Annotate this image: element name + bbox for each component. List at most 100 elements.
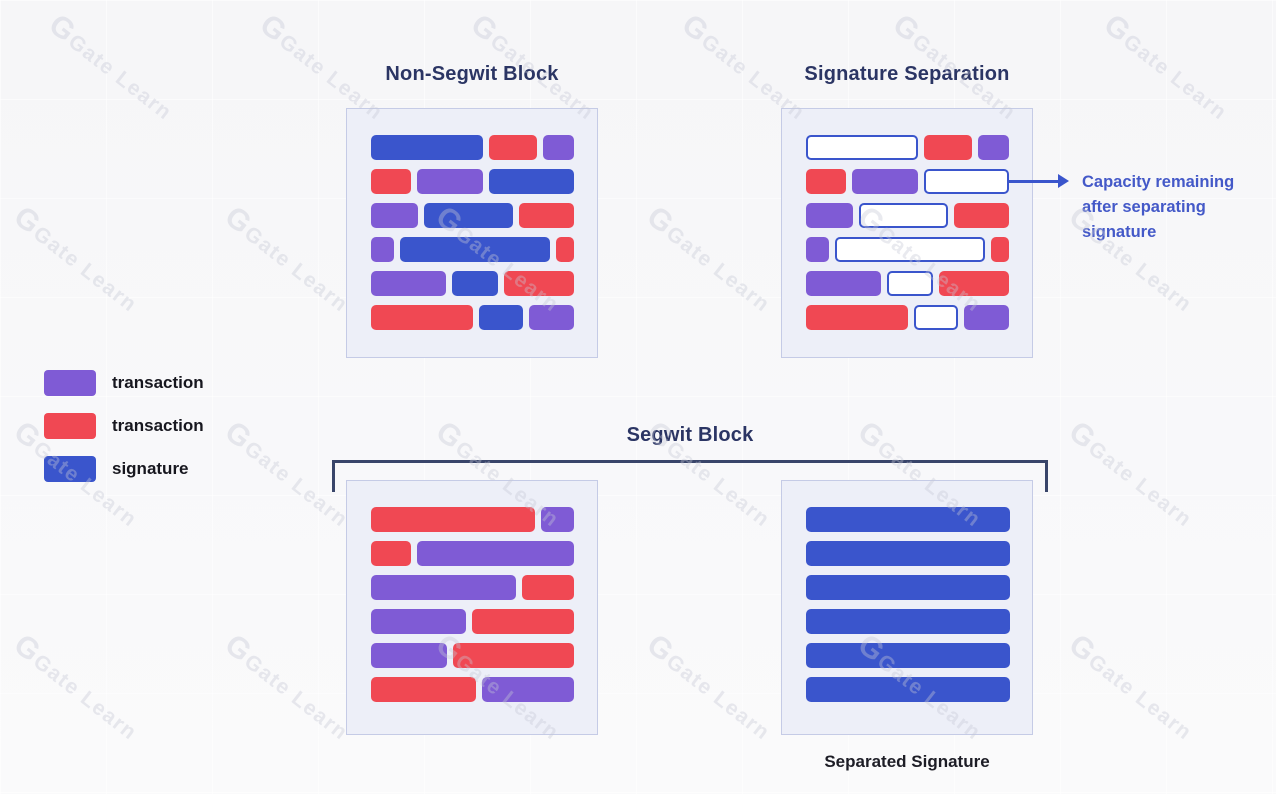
watermark-label: Gate Learn <box>63 29 177 125</box>
block-row <box>806 541 1010 566</box>
capacity-arrow-head-icon <box>1058 174 1069 188</box>
separated-signature-box <box>781 480 1033 735</box>
block-row <box>806 643 1010 668</box>
transaction-bar-purple <box>852 169 918 194</box>
block-row <box>806 575 1010 600</box>
signature-bar <box>806 541 1010 566</box>
transaction-bar-purple <box>978 135 1009 160</box>
watermark-text: GGate Learn <box>42 8 181 127</box>
segwit-transactions-box <box>346 480 598 735</box>
signature-separation-title: Signature Separation <box>804 63 1010 85</box>
legend-swatch-blue <box>44 456 96 482</box>
watermark-g-logo-icon: G <box>1097 8 1137 49</box>
transaction-bar-red <box>504 271 574 296</box>
transaction-bar-red <box>939 271 1009 296</box>
block-row <box>806 135 1009 160</box>
watermark-g-logo-icon: G <box>218 200 258 241</box>
capacity-remaining-bar <box>914 305 958 330</box>
legend-label: signature <box>112 459 189 478</box>
transaction-bar-purple <box>371 237 394 262</box>
block-row <box>371 135 574 160</box>
watermark-g-logo-icon: G <box>218 415 258 456</box>
transaction-bar-purple <box>806 203 853 228</box>
capacity-annotation: Capacity remaining after separating sign… <box>1082 170 1276 245</box>
watermark-label: Gate Learn <box>239 649 353 745</box>
block-row <box>371 305 574 330</box>
segwit-block-title: Segwit Block <box>626 424 754 446</box>
watermark-g-logo-icon: G <box>7 200 47 241</box>
transaction-bar-red <box>371 541 411 566</box>
block-row <box>806 169 1009 194</box>
block-row <box>371 507 574 532</box>
transaction-bar-purple <box>541 507 574 532</box>
block-row <box>371 677 574 702</box>
transaction-bar-red <box>472 609 574 634</box>
transaction-bar-red <box>489 135 537 160</box>
transaction-bar-purple <box>371 271 446 296</box>
transaction-bar-red <box>453 643 574 668</box>
watermark-label: Gate Learn <box>661 649 775 745</box>
signature-bar <box>489 169 574 194</box>
watermark-g-logo-icon: G <box>1062 415 1102 456</box>
transaction-bar-red <box>371 305 473 330</box>
watermark-label: Gate Learn <box>661 221 775 317</box>
watermark-text: GGate Learn <box>640 200 779 319</box>
watermark-g-logo-icon: G <box>675 8 715 49</box>
legend-label: transaction <box>112 416 204 435</box>
watermark-text: GGate Learn <box>218 628 357 747</box>
legend-item: transaction <box>44 413 204 439</box>
transaction-bar-purple <box>417 541 574 566</box>
watermark-g-logo-icon: G <box>218 628 258 669</box>
signature-bar <box>452 271 498 296</box>
transaction-bar-purple <box>371 643 447 668</box>
watermark-label: Gate Learn <box>1118 29 1232 125</box>
block-row <box>806 507 1010 532</box>
block-row <box>371 609 574 634</box>
segwit-bracket <box>332 460 1048 492</box>
legend-swatch-red <box>44 413 96 439</box>
watermark-g-logo-icon: G <box>253 8 293 49</box>
watermark-text: GGate Learn <box>7 200 146 319</box>
legend-label: transaction <box>112 373 204 392</box>
watermark-label: Gate Learn <box>28 649 142 745</box>
block-row <box>371 237 574 262</box>
watermark-text: GGate Learn <box>1062 628 1201 747</box>
transaction-bar-red <box>371 169 411 194</box>
watermark-text: GGate Learn <box>7 628 146 747</box>
signature-bar <box>479 305 523 330</box>
transaction-bar-red <box>556 237 574 262</box>
watermark-g-logo-icon: G <box>7 628 47 669</box>
capacity-remaining-bar <box>924 169 1009 194</box>
transaction-bar-red <box>371 507 535 532</box>
non-segwit-block-box <box>346 108 598 358</box>
signature-bar <box>806 643 1010 668</box>
transaction-bar-purple <box>806 271 881 296</box>
transaction-bar-purple <box>371 575 516 600</box>
block-row <box>806 237 1009 262</box>
capacity-arrow-line <box>1008 180 1060 183</box>
transaction-bar-purple <box>371 609 466 634</box>
legend-item: signature <box>44 456 204 482</box>
watermark-text: GGate Learn <box>640 628 779 747</box>
watermark-g-logo-icon: G <box>42 8 82 49</box>
watermark-g-logo-icon: G <box>640 628 680 669</box>
transaction-bar-red <box>806 169 846 194</box>
block-row <box>371 541 574 566</box>
capacity-annotation-line: Capacity remaining <box>1082 173 1235 191</box>
watermark-label: Gate Learn <box>1083 649 1197 745</box>
watermark-g-logo-icon: G <box>640 200 680 241</box>
signature-bar <box>424 203 513 228</box>
signature-bar <box>806 609 1010 634</box>
block-row <box>806 271 1009 296</box>
watermark-g-logo-icon: G <box>886 8 926 49</box>
capacity-remaining-bar <box>835 237 985 262</box>
block-row <box>806 609 1010 634</box>
non-segwit-title: Non-Segwit Block <box>385 63 559 85</box>
capacity-remaining-bar <box>806 135 918 160</box>
transaction-bar-red <box>991 237 1009 262</box>
legend-item: transaction <box>44 370 204 396</box>
block-row <box>806 203 1009 228</box>
signature-bar <box>806 507 1010 532</box>
block-row <box>806 305 1009 330</box>
